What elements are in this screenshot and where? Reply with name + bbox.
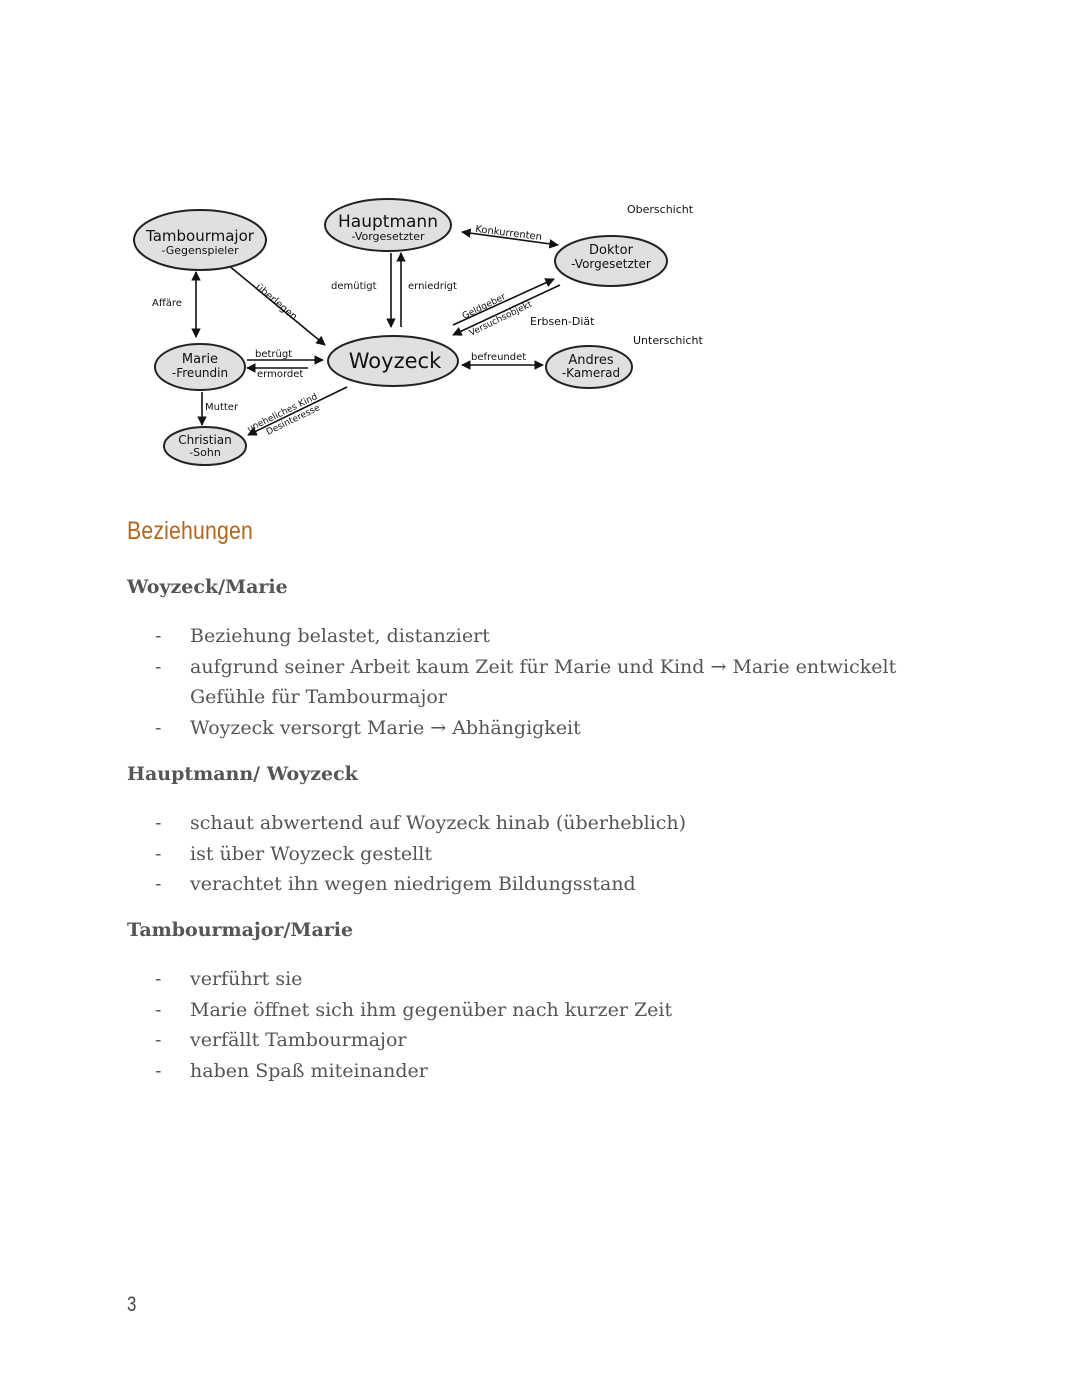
edge-label-ueberlegen: überlegen (253, 282, 299, 323)
node-tambourmajor-name: Tambourmajor (145, 227, 255, 245)
node-andres: Andres -Kamerad (545, 345, 633, 389)
node-marie-name: Marie (182, 352, 218, 367)
edge-label-ermordet: ermordet (257, 369, 303, 380)
list-item-text: aufgrund seiner Arbeit kaum Zeit für Mar… (190, 655, 897, 709)
node-marie-role: -Freundin (172, 366, 228, 380)
edge-doktor-woyzeck-a (452, 278, 555, 326)
section-title: Beziehungen (127, 517, 253, 545)
bullet-dash: - (155, 998, 162, 1021)
edge-label-affaere: Affäre (152, 298, 182, 309)
list-item: - verfällt Tambourmajor (155, 1025, 975, 1056)
list-item: - Woyzeck versorgt Marie → Abhängigkeit (155, 713, 975, 744)
bullet-dash: - (155, 812, 162, 834)
node-andres-name: Andres (568, 353, 613, 368)
bullet-dash: - (155, 625, 162, 647)
node-woyzeck-name: Woyzeck (349, 349, 442, 373)
list-item-text: verachtet ihn wegen niedrigem Bildungsst… (190, 873, 636, 895)
list-item: - haben Spaß miteinander (155, 1056, 975, 1087)
list-item-text: Beziehung belastet, distanziert (190, 625, 490, 647)
list-tambourmajor-marie: - verführt sie - Marie öffnet sich ihm geg… (155, 964, 975, 1086)
character-relationship-diagram: Tambourmajor -Gegenspieler Hauptmann -Vo… (125, 195, 725, 480)
node-andres-role: -Kamerad (562, 366, 620, 380)
list-item: - Marie öffnet sich ihm gegenüber nach ku… (155, 995, 975, 1026)
bullet-dash: - (155, 655, 162, 678)
list-item-text: verfällt Tambourmajor (190, 1029, 407, 1051)
subheading-woyzeck-marie: Woyzeck/Marie (127, 576, 288, 598)
edge-label-betruegt: betrügt (255, 349, 292, 360)
node-doktor-name: Doktor (589, 243, 634, 258)
edge-label-demuetigt: demütigt (331, 281, 377, 292)
edge-label-erbsen-diaet: Erbsen-Diät (530, 315, 595, 328)
bullet-dash: - (155, 1059, 162, 1082)
subheading-hauptmann-woyzeck: Hauptmann/ Woyzeck (127, 763, 358, 785)
node-christian-name: Christian (178, 433, 232, 447)
node-tambourmajor: Tambourmajor -Gegenspieler (133, 209, 267, 271)
page-number: 3 (127, 1293, 137, 1316)
node-christian-role: -Sohn (189, 446, 221, 459)
list-item-text: Marie öffnet sich ihm gegenüber nach kur… (190, 998, 673, 1021)
list-item: - Beziehung belastet, distanziert (155, 621, 975, 652)
node-hauptmann-role: -Vorgesetzter (352, 230, 425, 243)
node-woyzeck: Woyzeck (327, 335, 459, 387)
list-item-text: ist über Woyzeck gestellt (190, 842, 432, 865)
node-christian: Christian -Sohn (163, 426, 247, 466)
bullet-dash: - (155, 968, 162, 990)
list-item-text: haben Spaß miteinander (190, 1059, 428, 1082)
subheading-tambourmajor-marie: Tambourmajor/Marie (127, 919, 354, 941)
list-item: - verachtet ihn wegen niedrigem Bildungss… (155, 869, 975, 900)
bullet-dash: - (155, 873, 162, 895)
label-oberschicht: Oberschicht (627, 203, 694, 216)
node-hauptmann: Hauptmann -Vorgesetzter (324, 198, 452, 252)
bullet-dash: - (155, 1029, 162, 1051)
list-item-text: verführt sie (190, 968, 303, 990)
list-item: - verführt sie (155, 964, 975, 995)
list-item-text: Woyzeck versorgt Marie → Abhängigkeit (190, 716, 581, 739)
edge-label-mutter: Mutter (205, 402, 239, 413)
edge-label-erniedrigt: erniedrigt (408, 281, 457, 292)
list-hauptmann-woyzeck: - schaut abwertend auf Woyzeck hinab (übe… (155, 808, 975, 900)
list-item: - ist über Woyzeck gestellt (155, 839, 975, 870)
edge-tambourmajor-woyzeck (227, 264, 326, 346)
node-hauptmann-name: Hauptmann (338, 212, 438, 232)
label-unterschicht: Unterschicht (633, 334, 703, 347)
edge-label-befreundet: befreundet (471, 352, 526, 363)
diagram-svg: Tambourmajor -Gegenspieler Hauptmann -Vo… (133, 198, 703, 466)
list-woyzeck-marie: - Beziehung belastet, distanziert - aufgru… (155, 621, 975, 743)
node-doktor: Doktor -Vorgesetzter (554, 235, 668, 287)
list-item: - aufgrund seiner Arbeit kaum Zeit für Ma… (155, 652, 975, 713)
edge-label-konkurrenten: Konkurrenten (475, 224, 543, 243)
bullet-dash: - (155, 842, 162, 865)
edge-woyzeck-christian (247, 386, 348, 436)
node-doktor-role: -Vorgesetzter (571, 257, 651, 271)
list-item: - schaut abwertend auf Woyzeck hinab (übe… (155, 808, 975, 839)
node-tambourmajor-role: -Gegenspieler (161, 244, 239, 257)
edge-hauptmann-doktor (461, 228, 559, 249)
node-marie: Marie -Freundin (154, 343, 246, 391)
list-item-text: schaut abwertend auf Woyzeck hinab (über… (190, 812, 687, 834)
edge-doktor-woyzeck-b (452, 284, 561, 336)
bullet-dash: - (155, 716, 162, 739)
